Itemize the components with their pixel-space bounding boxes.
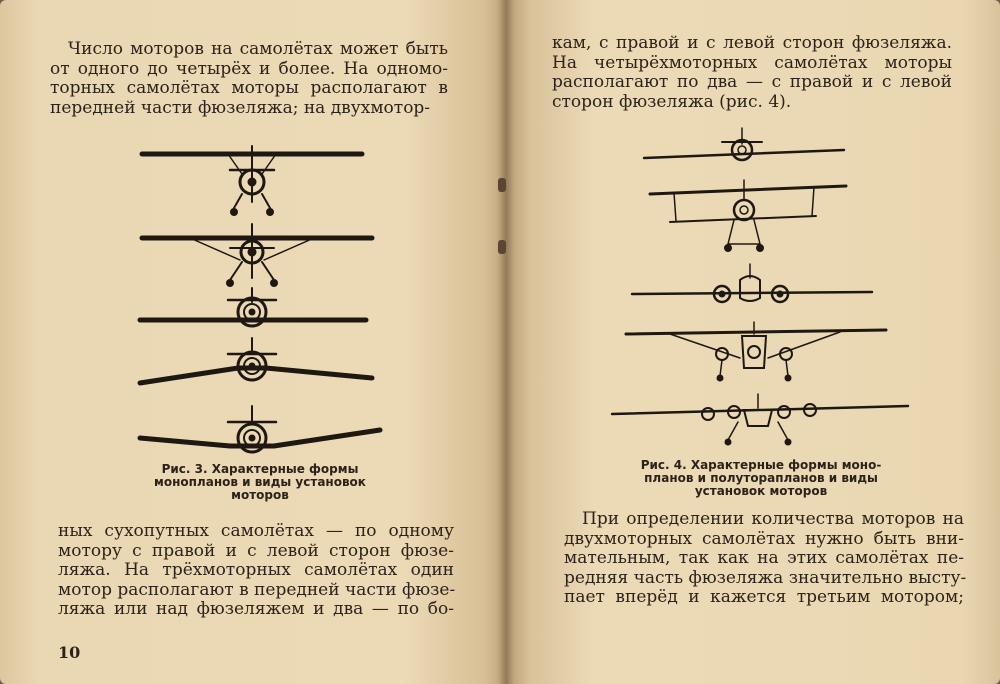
binding-staple (498, 178, 506, 192)
aircraft-four-engine-monoplane (610, 393, 910, 446)
text-line: редняя часть фюзеляжа значительно высту- (564, 567, 967, 588)
right-top-paragraph: кам, с правой и с левой сторон фюзеляжа.… (552, 33, 952, 112)
figure-3-caption: Рис. 3. Характерные формы монопланов и в… (120, 463, 400, 502)
caption-line: Рис. 3. Характерные формы (161, 462, 359, 476)
text-line: мотор располагают в передней части фюзе- (58, 579, 456, 600)
text-line: ных сухопутных самолётах — по одному (58, 521, 454, 541)
text-line: от одного до четырёх и более. На одномо- (50, 58, 448, 79)
page-number: 10 (58, 643, 81, 662)
text-line: кам, с правой и с левой сторон фюзеляжа. (552, 33, 952, 53)
caption-line: Рис. 4. Характерные формы моно- (640, 458, 882, 472)
text-line: При определении количества моторов на (582, 509, 964, 529)
text-line: Число моторов на самолётах может быть (68, 39, 448, 59)
text-line: На четырёхмоторных самолётах моторы (552, 52, 952, 73)
text-line: сторон фюзеляжа (рис. 4). (552, 91, 792, 112)
text-line: располагают по два — с правой и с левой (552, 72, 952, 92)
caption-line: установок моторов (694, 484, 828, 498)
text-line: ляжа. На трёхмоторных самолётах один (58, 560, 454, 580)
left-top-paragraph: Число моторов на самолётах может быть от… (50, 39, 448, 118)
caption-line: моторов (231, 488, 289, 502)
aircraft-three-engine-monoplane (624, 321, 888, 382)
right-page: кам, с правой и с левой сторон фюзеляжа.… (506, 0, 1000, 684)
left-page: Число моторов на самолётах может быть от… (0, 0, 506, 684)
aircraft-high-wing-monoplane (139, 223, 375, 287)
binding-staple (498, 240, 506, 254)
figure-4-aircraft-silhouettes (610, 127, 910, 446)
aircraft-gull-wing-monoplane (137, 337, 375, 386)
caption-line: монопланов и виды установок (154, 475, 366, 489)
text-line: мательным, так как на этих самолётах пе- (564, 548, 964, 568)
right-bottom-paragraph: При определении количества моторов на дв… (564, 509, 967, 608)
aircraft-sesquiplane (648, 179, 848, 252)
text-line: двухмоторных самолётах нужно быть вни- (564, 528, 964, 549)
text-line: торных самолётах моторы располагают в (50, 78, 448, 98)
caption-line: планов и полуторапланов и виды (644, 471, 878, 485)
text-line: пает вперёд и кажется третьим мотором; (564, 587, 964, 607)
aircraft-twin-engine-monoplane (630, 263, 874, 304)
text-line: передней части фюзеляжа; на двухмотор- (50, 97, 431, 118)
aircraft-single-engine-monoplane (642, 127, 846, 162)
figure-4-caption: Рис. 4. Характерные формы моно- планов и… (596, 459, 926, 498)
text-line: мотору с правой и с левой сторон фюзе- (58, 540, 454, 561)
left-bottom-paragraph: ных сухопутных самолётах — по одному мот… (58, 521, 456, 620)
book-gutter (498, 0, 514, 684)
aircraft-parasol-monoplane (139, 145, 365, 216)
text-line: ляжа или над фюзеляжем и два — по бо- (58, 599, 454, 619)
figure-3-aircraft-silhouettes (137, 145, 383, 454)
aircraft-low-wing-monoplane (137, 287, 369, 328)
aircraft-inverted-gull-monoplane (137, 405, 383, 454)
